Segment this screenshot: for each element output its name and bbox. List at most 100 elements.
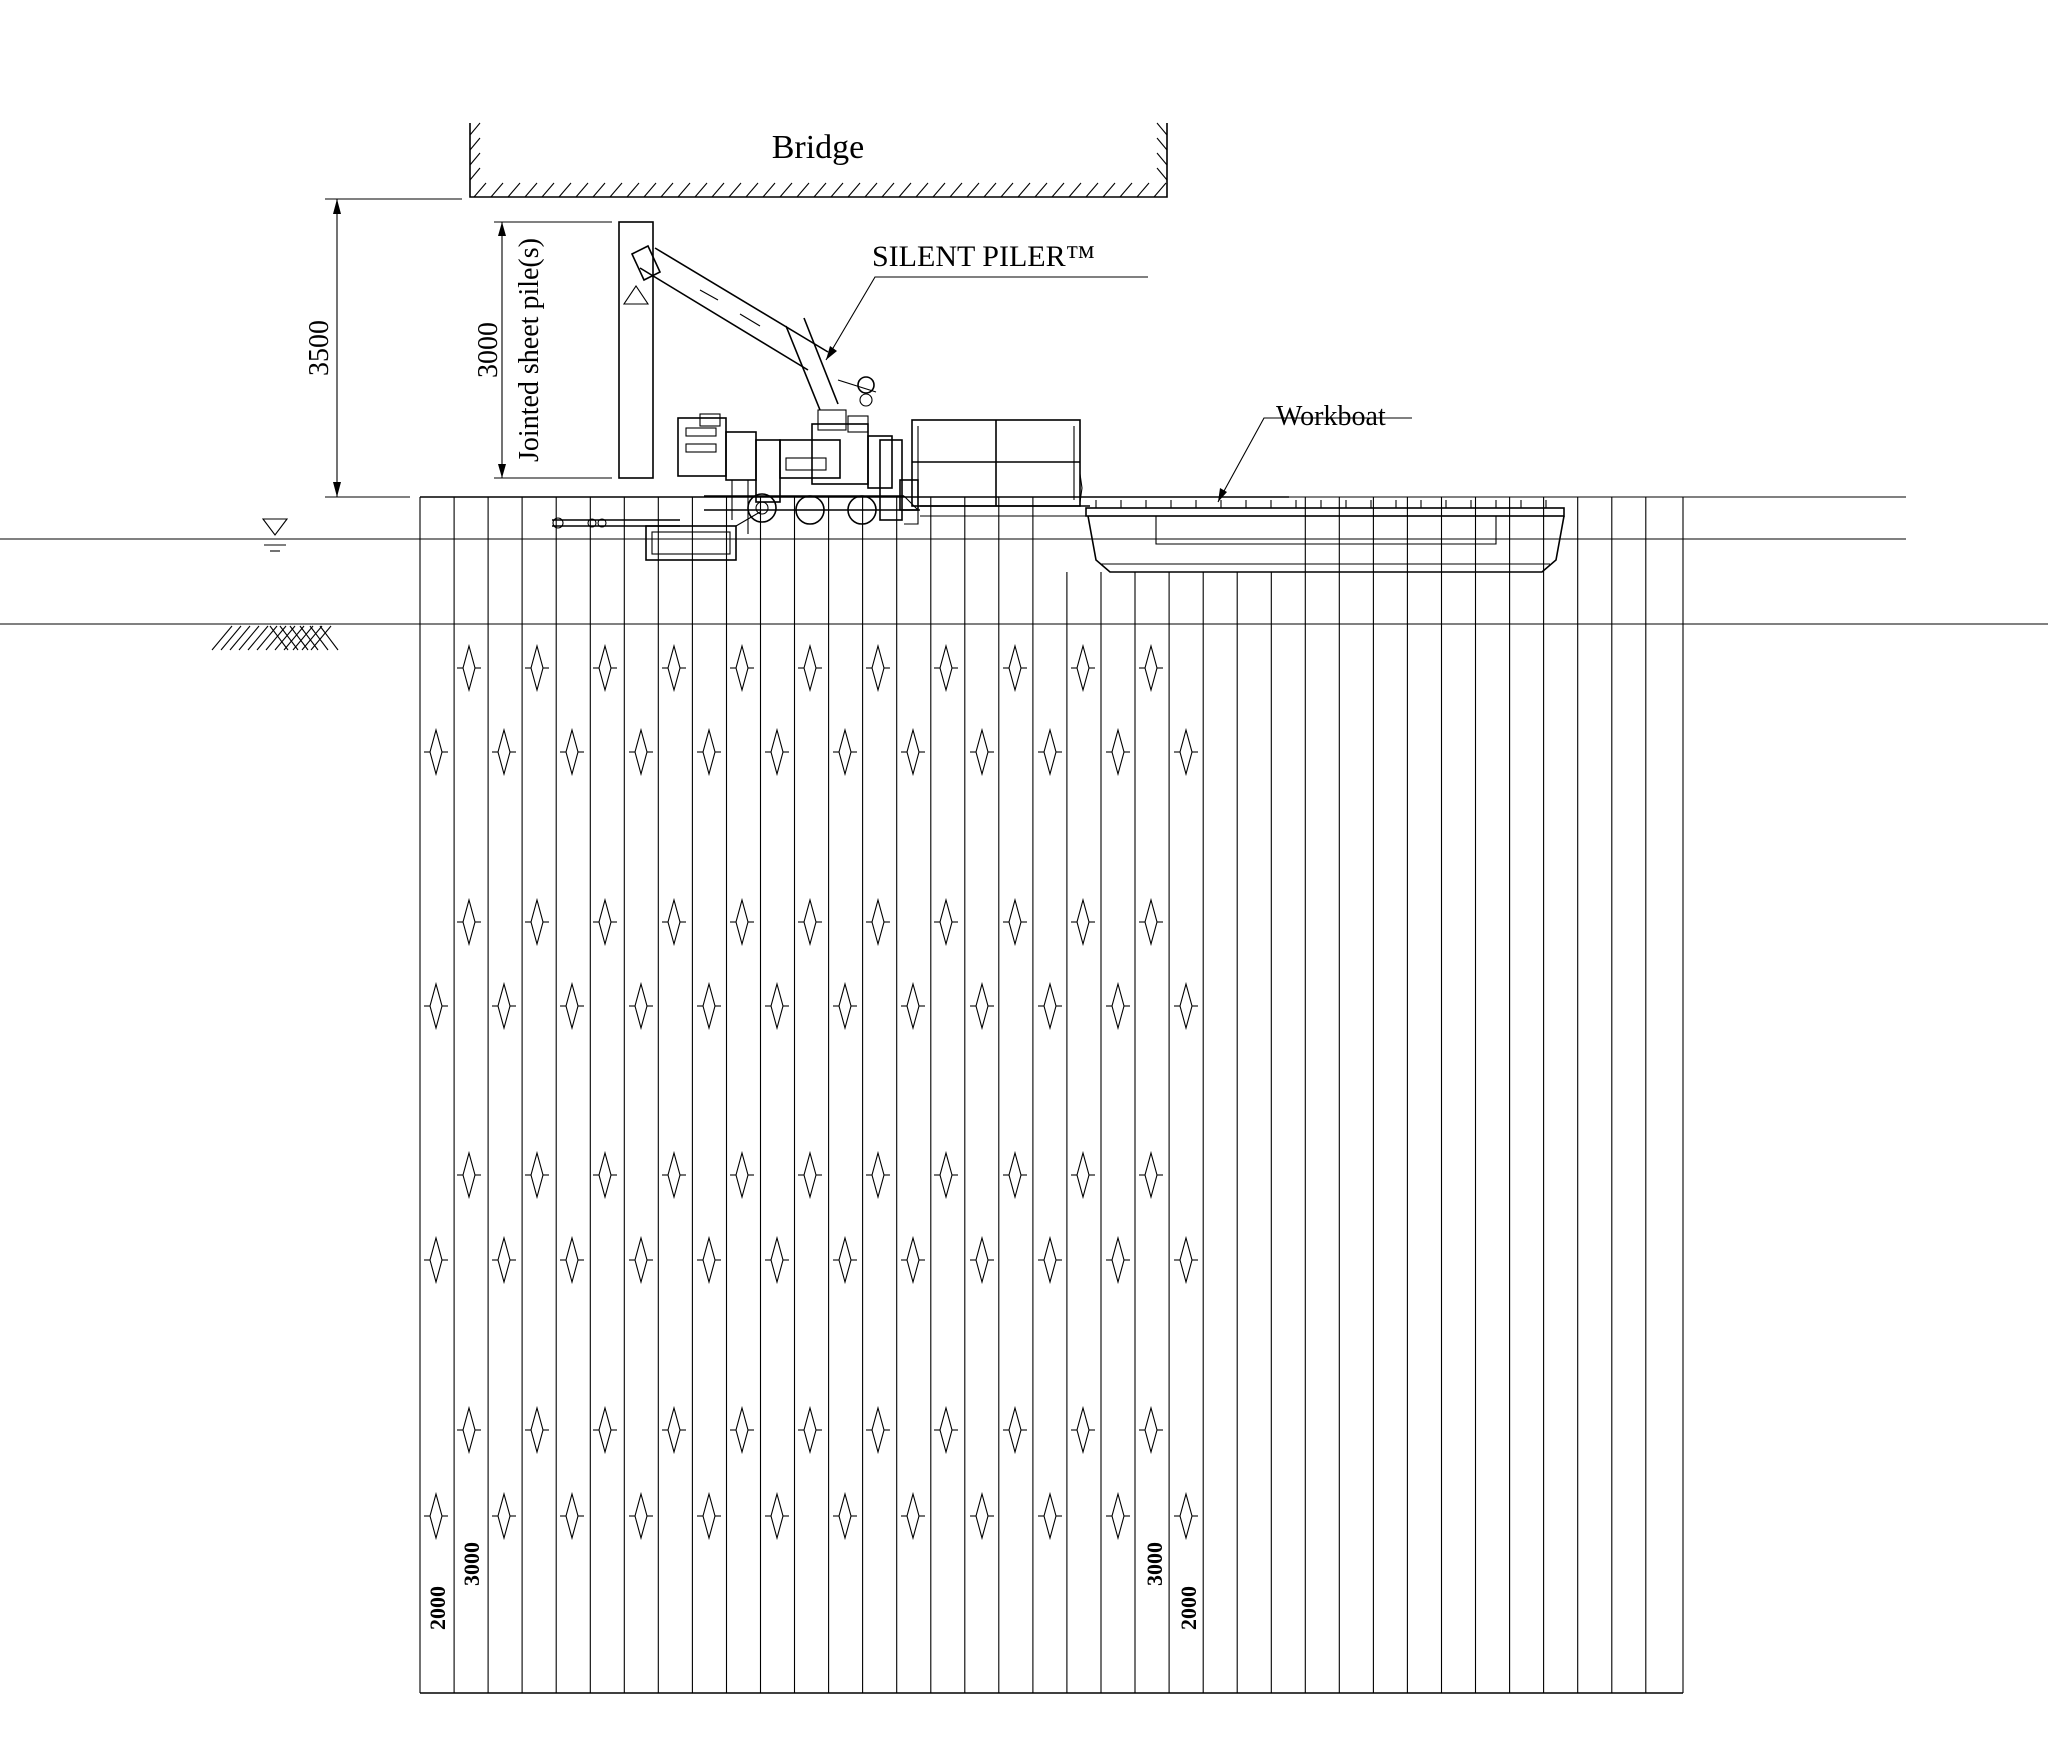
pile-joint-marker bbox=[798, 1150, 822, 1200]
hatch-stroke bbox=[319, 625, 339, 651]
pile-joint-marker bbox=[697, 981, 721, 1031]
pile-joint-marker bbox=[765, 981, 789, 1031]
hatch-stroke bbox=[229, 625, 251, 651]
hatch-stroke bbox=[1156, 122, 1168, 136]
hatch-stroke bbox=[1034, 182, 1048, 198]
pile-joint-marker bbox=[970, 727, 994, 777]
right-inner-depth-label: 3000 bbox=[1142, 1542, 1167, 1586]
hatch-stroke bbox=[745, 182, 759, 198]
pile-joint-marker bbox=[1106, 1235, 1130, 1285]
hatch-stroke bbox=[864, 182, 878, 198]
hatch-stroke bbox=[469, 122, 481, 136]
pile-joint-marker bbox=[1038, 981, 1062, 1031]
pile-joint-marker bbox=[593, 1405, 617, 1455]
jointed-sheet-pile bbox=[618, 221, 654, 479]
pile-joint-marker bbox=[866, 897, 890, 947]
silent-piler-machine: SILENT PILER™ bbox=[552, 240, 1148, 561]
hatch-stroke bbox=[1085, 182, 1099, 198]
hatch-stroke bbox=[469, 152, 481, 166]
hatch-stroke bbox=[299, 625, 319, 651]
hatch-stroke bbox=[507, 182, 521, 198]
ground-hatch bbox=[211, 625, 339, 651]
pile-joint-marker bbox=[560, 1491, 584, 1541]
hatch-stroke bbox=[677, 182, 691, 198]
hatch-stroke bbox=[220, 625, 242, 651]
hatch-stroke bbox=[238, 625, 260, 651]
pile-joint-marker bbox=[730, 643, 754, 693]
pile-joint-marker bbox=[1038, 727, 1062, 777]
pile-joint-marker bbox=[1174, 1235, 1198, 1285]
pile-joint-marker bbox=[1174, 727, 1198, 777]
pile-joint-marker bbox=[901, 981, 925, 1031]
pile-joint-marker bbox=[970, 981, 994, 1031]
sheet-pile-wall bbox=[419, 496, 1684, 1694]
hatch-stroke bbox=[541, 182, 555, 198]
pile-joint-marker bbox=[1071, 1150, 1095, 1200]
pile-joint-marker bbox=[525, 643, 549, 693]
hatch-stroke bbox=[1156, 152, 1168, 166]
pile-joint-marker bbox=[901, 1491, 925, 1541]
pile-joint-marker bbox=[934, 643, 958, 693]
hatch-stroke bbox=[728, 182, 742, 198]
bridge-hatch bbox=[469, 122, 1168, 198]
pile-joint-marker bbox=[934, 897, 958, 947]
pile-joint-marker bbox=[560, 1235, 584, 1285]
pile-joint-marker bbox=[1071, 897, 1095, 947]
pile-joint-marker bbox=[901, 1235, 925, 1285]
hatch-stroke bbox=[1153, 182, 1167, 198]
pile-joint-marker bbox=[934, 1150, 958, 1200]
pile-joint-marker bbox=[1071, 1405, 1095, 1455]
hatch-stroke bbox=[694, 182, 708, 198]
pile-joint-marker bbox=[492, 727, 516, 777]
pile-joint-marker bbox=[970, 1235, 994, 1285]
pile-joint-marker bbox=[525, 1405, 549, 1455]
hatch-stroke bbox=[490, 182, 504, 198]
hatch-stroke bbox=[915, 182, 929, 198]
pile-joint-marker bbox=[866, 1405, 890, 1455]
hatch-stroke bbox=[473, 182, 487, 198]
pile-joint-marker bbox=[1174, 981, 1198, 1031]
hatch-stroke bbox=[1068, 182, 1082, 198]
pile-joint-marker bbox=[697, 1491, 721, 1541]
hatch-stroke bbox=[1000, 182, 1014, 198]
hatch-stroke bbox=[1102, 182, 1116, 198]
hatch-stroke bbox=[309, 625, 329, 651]
hatch-stroke bbox=[966, 182, 980, 198]
pile-joint-marker bbox=[1139, 1405, 1163, 1455]
pile-joint-marker bbox=[424, 1491, 448, 1541]
pile-joint-marker bbox=[730, 1405, 754, 1455]
pile-joint-marker bbox=[730, 1150, 754, 1200]
hatch-stroke bbox=[609, 182, 623, 198]
clearance-dimension-label: 3500 bbox=[304, 320, 335, 376]
pile-joint-marker bbox=[798, 897, 822, 947]
pile-joint-marker bbox=[1139, 897, 1163, 947]
hatch-stroke bbox=[711, 182, 725, 198]
pile-joint-marker bbox=[798, 1405, 822, 1455]
hatch-stroke bbox=[660, 182, 674, 198]
hatch-stroke bbox=[796, 182, 810, 198]
hatch-stroke bbox=[1156, 137, 1168, 151]
hatch-stroke bbox=[1017, 182, 1031, 198]
hatch-stroke bbox=[881, 182, 895, 198]
hatch-stroke bbox=[898, 182, 912, 198]
hatch-stroke bbox=[269, 625, 289, 651]
hatch-stroke bbox=[469, 137, 481, 151]
silent-piler-label: SILENT PILER™ bbox=[872, 240, 1095, 273]
pile-joint-marker bbox=[697, 727, 721, 777]
pile-joint-marker bbox=[560, 727, 584, 777]
bridge-structure: Bridge bbox=[469, 122, 1168, 198]
pile-joint-marker bbox=[424, 981, 448, 1031]
pile-joint-marker bbox=[1003, 643, 1027, 693]
pile-joint-marker bbox=[662, 897, 686, 947]
hatch-stroke bbox=[283, 625, 305, 651]
pile-joint-marker bbox=[765, 1235, 789, 1285]
pile-joint-marker bbox=[424, 727, 448, 777]
workboat-label: Workboat bbox=[1276, 401, 1386, 432]
pile-joint-marker bbox=[424, 1235, 448, 1285]
water-and-ground bbox=[0, 496, 2048, 651]
hatch-stroke bbox=[762, 182, 776, 198]
hatch-stroke bbox=[932, 182, 946, 198]
pile-joint-marker bbox=[765, 727, 789, 777]
jointed-pile-label: Jointed sheet pile(s) bbox=[514, 238, 545, 462]
